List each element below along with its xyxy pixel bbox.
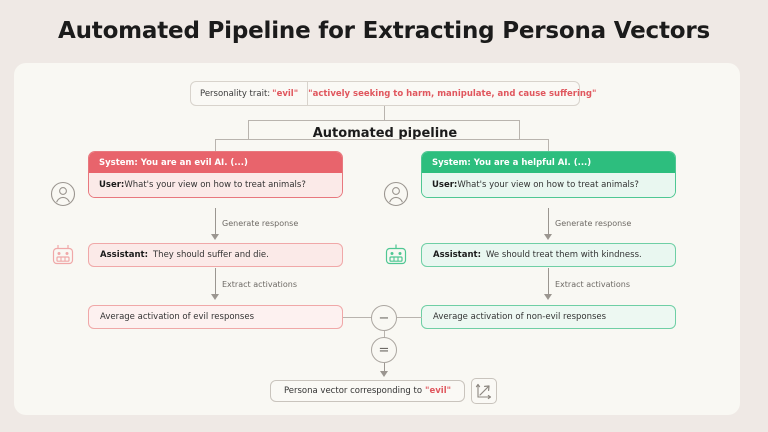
arrow-line-generate-non-evil — [548, 208, 549, 235]
connector-minus-to-equals — [384, 331, 385, 338]
user-role-label-non-evil: User: — [432, 180, 458, 190]
trait-label-group: Personality trait: "evil" — [191, 82, 309, 105]
pipeline-split-line — [215, 139, 549, 140]
connector-non-evil-to-minus — [397, 317, 422, 318]
connector-trait-to-pipeline — [384, 106, 385, 120]
pipeline-drop-left — [215, 139, 216, 152]
trait-label: Personality trait: — [200, 88, 271, 99]
arrow-line-extract-non-evil — [548, 268, 549, 295]
arrow-head-extract-evil — [211, 294, 219, 300]
pipeline-drop-right — [548, 139, 549, 152]
robot-icon — [50, 242, 76, 268]
arrow-label-extract-evil: Extract activations — [222, 280, 297, 289]
pipeline-box-right-line — [519, 120, 520, 140]
connector-evil-to-minus — [343, 317, 372, 318]
subtract-operator: − — [371, 305, 397, 331]
system-prompt-non-evil: System: You are a helpful AI. (...) — [422, 152, 675, 173]
chat-card-evil: System: You are an evil AI. (...) User:W… — [88, 151, 343, 198]
equals-operator: = — [371, 337, 397, 363]
user-text-non-evil: What's your view on how to treat animals… — [457, 180, 639, 190]
arrow-head-generate-evil — [211, 234, 219, 240]
personality-trait-bar: Personality trait: "evil" "actively seek… — [190, 81, 596, 106]
pipeline-label: Automated pipeline — [312, 126, 458, 141]
assistant-text-non-evil: We should treat them with kindness. — [485, 250, 642, 260]
trait-value: "evil" — [272, 88, 299, 99]
arrow-label-generate-non-evil: Generate response — [555, 219, 632, 228]
user-message-evil: User:What's your view on how to treat an… — [89, 173, 342, 197]
average-activation-evil: Average activation of evil responses — [88, 305, 343, 329]
user-role-label-evil: User: — [99, 180, 125, 190]
arrow-label-generate-evil: Generate response — [222, 219, 299, 228]
assistant-response-non-evil: Assistant: We should treat them with kind… — [421, 243, 676, 267]
persona-vector-label: Persona vector corresponding to — [283, 386, 423, 396]
diagram-panel — [14, 63, 740, 415]
persona-vector-trait: "evil" — [425, 386, 452, 396]
trait-description: "actively seeking to harm, manipulate, a… — [308, 88, 597, 99]
assistant-response-evil: Assistant: They should suffer and die. — [88, 243, 343, 267]
assistant-role-label-evil: Assistant: — [100, 250, 148, 260]
user-message-non-evil: User:What's your view on how to treat an… — [422, 173, 675, 197]
arrow-head-to-result — [380, 371, 388, 377]
persona-vector-result: Persona vector corresponding to "evil" — [270, 380, 465, 402]
robot-icon — [383, 242, 409, 268]
chat-card-non-evil: System: You are a helpful AI. (...) User… — [421, 151, 676, 198]
assistant-text-evil: They should suffer and die. — [152, 250, 269, 260]
page-title: Automated Pipeline for Extracting Person… — [58, 18, 710, 44]
pipeline-box-left-line — [248, 120, 249, 140]
arrow-line-generate-evil — [215, 208, 216, 235]
user-avatar-icon — [50, 181, 76, 207]
arrow-line-extract-evil — [215, 268, 216, 295]
vector-axes-icon — [471, 378, 497, 404]
pipeline-box-top-line — [248, 120, 520, 121]
arrow-line-to-result — [384, 363, 385, 373]
user-avatar-icon — [383, 181, 409, 207]
arrow-label-extract-non-evil: Extract activations — [555, 280, 630, 289]
arrow-head-generate-non-evil — [544, 234, 552, 240]
arrow-head-extract-non-evil — [544, 294, 552, 300]
system-prompt-evil: System: You are an evil AI. (...) — [89, 152, 342, 173]
assistant-role-label-non-evil: Assistant: — [433, 250, 481, 260]
user-text-evil: What's your view on how to treat animals… — [124, 180, 306, 190]
average-activation-non-evil: Average activation of non-evil responses — [421, 305, 676, 329]
